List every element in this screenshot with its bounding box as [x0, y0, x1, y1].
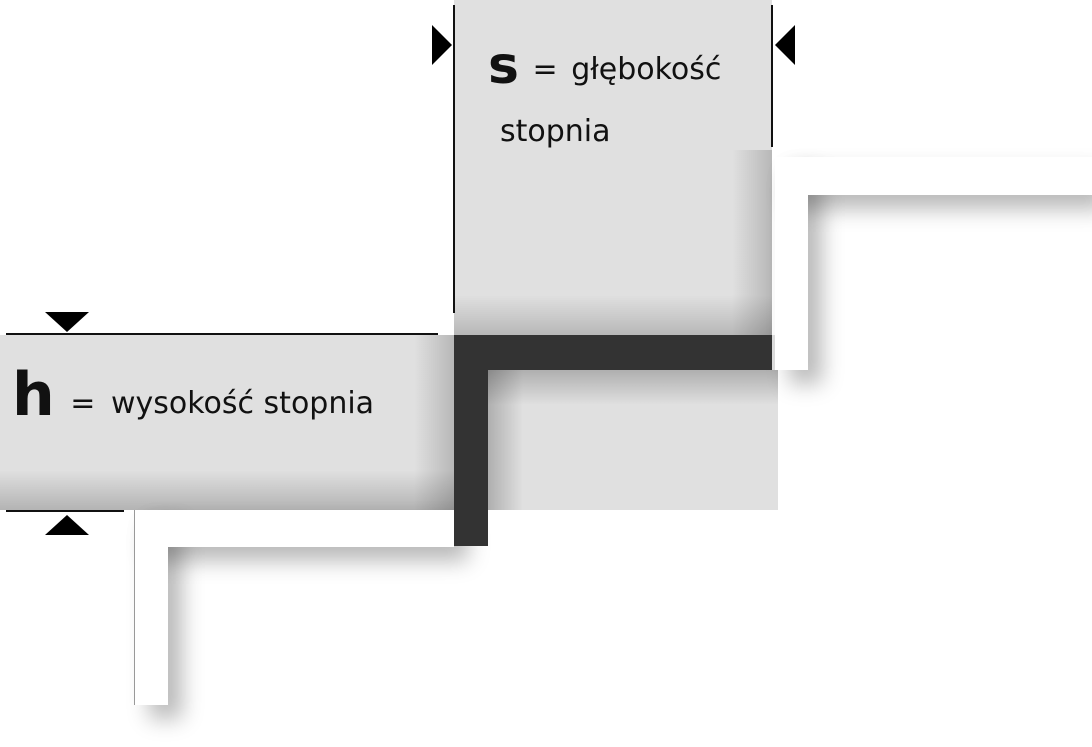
lower-step-edge — [134, 510, 135, 705]
riser-shadow — [488, 370, 523, 510]
arrow-left-icon — [775, 25, 795, 65]
depth-region — [454, 0, 772, 335]
height-text: wysokość stopnia — [110, 386, 375, 421]
arrow-up-icon — [45, 515, 89, 535]
height-top-line — [6, 333, 438, 335]
depth-equals: = — [532, 52, 558, 87]
upper-step-fill — [775, 157, 1092, 195]
depth-region-side-shadow — [732, 150, 772, 335]
highlighted-step-tread — [454, 335, 772, 370]
height-region-shadow — [0, 470, 454, 510]
depth-right-line — [771, 5, 773, 147]
lower-step-fill — [135, 510, 454, 547]
height-label: h = wysokość stopnia — [12, 360, 374, 439]
arrow-right-icon — [432, 25, 452, 65]
depth-label: s = głębokość — [488, 40, 722, 92]
arrow-down-icon — [45, 312, 89, 332]
depth-text-line1: głębokość — [571, 52, 722, 87]
depth-symbol: s — [488, 36, 519, 96]
depth-label-line2: stopnia — [500, 114, 611, 149]
depth-region-shadow — [454, 295, 772, 335]
depth-left-line — [453, 5, 455, 313]
tread-shadow — [488, 370, 778, 405]
height-bottom-line — [6, 510, 124, 512]
height-symbol: h — [12, 360, 55, 430]
highlighted-step-riser — [454, 335, 488, 546]
height-region-side-shadow — [414, 335, 454, 510]
height-equals: = — [70, 386, 96, 421]
